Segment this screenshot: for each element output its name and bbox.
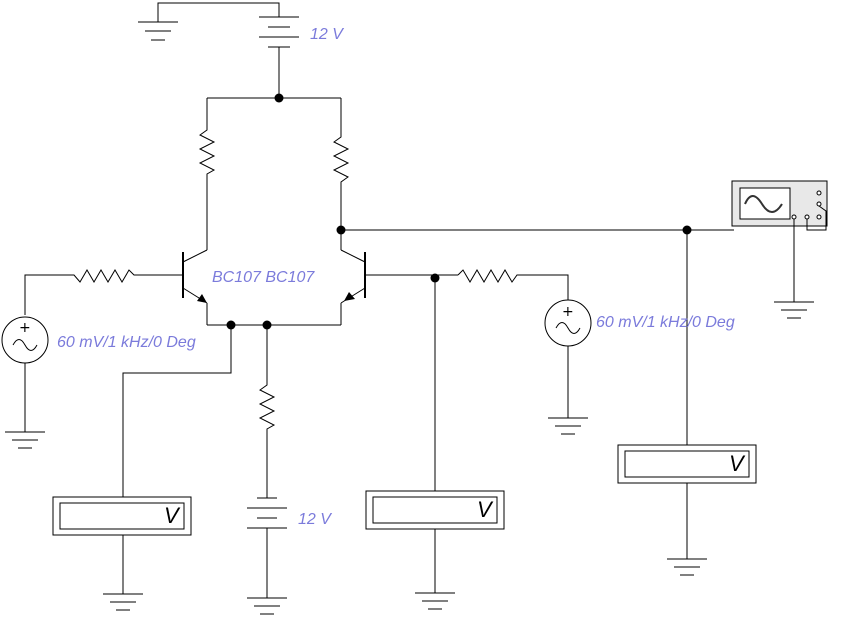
oscilloscope[interactable] — [731, 180, 828, 302]
resistor-collector-left[interactable] — [198, 98, 216, 250]
ground-vm-output — [667, 558, 707, 576]
label-source-left: 60 mV/1 kHz/0 Deg — [57, 334, 196, 351]
svg-text:+: + — [562, 304, 574, 320]
ground-source-left — [5, 431, 45, 449]
voltmeter-base[interactable] — [365, 490, 505, 593]
top-ground — [138, 2, 280, 41]
transistor-q2[interactable] — [340, 249, 366, 325]
voltmeter-emitter[interactable] — [52, 496, 192, 594]
ac-source-left[interactable]: + — [1, 316, 49, 432]
voltmeter-emitter-unit: V — [164, 503, 179, 528]
ac-source-right[interactable]: + — [544, 299, 592, 418]
voltmeter-base-unit: V — [477, 497, 492, 522]
wire-vm-left — [122, 325, 232, 497]
label-transistors: BC107 BC107 — [212, 269, 315, 286]
resistor-tail[interactable] — [258, 325, 276, 498]
transistor-q1[interactable] — [182, 249, 208, 325]
ground-scope — [774, 301, 814, 319]
ground-vee — [247, 597, 287, 615]
label-vcc: 12 V — [310, 26, 343, 43]
ground-vm-left — [103, 593, 143, 611]
junction-vcc — [274, 93, 284, 103]
voltmeter-output[interactable] — [617, 444, 757, 559]
resistor-base-left[interactable] — [24, 269, 183, 315]
label-source-right: 60 mV/1 kHz/0 Deg — [596, 314, 735, 331]
battery-vee[interactable] — [247, 497, 287, 598]
voltmeter-output-unit: V — [729, 451, 744, 476]
ground-vm-base — [415, 592, 455, 610]
label-vee: 12 V — [298, 511, 331, 528]
battery-vcc[interactable] — [259, 16, 299, 98]
resistor-collector-right[interactable] — [332, 98, 350, 250]
svg-text:+: + — [19, 320, 31, 336]
resistor-base-right[interactable] — [457, 269, 569, 300]
junction-collector-right — [336, 225, 346, 235]
ground-source-right — [548, 417, 588, 435]
